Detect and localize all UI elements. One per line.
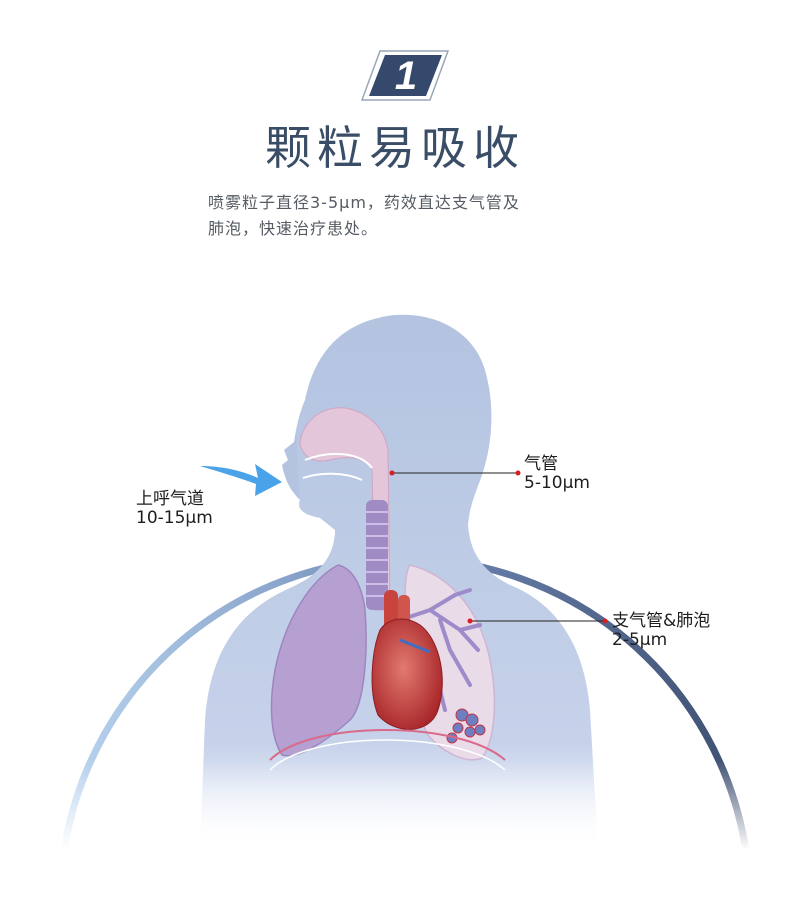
upper-airway-label: 上呼气道 10-15μm (136, 490, 213, 528)
badge-number: 1 (395, 54, 417, 98)
bronchi-alveoli-label: 支气管&肺泡 2-5μm (612, 612, 710, 650)
heart (371, 590, 443, 730)
inhale-arrow (200, 464, 282, 496)
step-number-badge: 1 (360, 50, 450, 101)
bronchi-alveoli-name: 支气管&肺泡 (612, 611, 711, 631)
upper-airway-name: 上呼气道 (136, 489, 204, 509)
upper-airway-size: 10-15μm (136, 508, 213, 528)
page-subtitle: 喷雾粒子直径3-5μm，药效直达支气管及 肺泡，快速治疗患处。 (208, 193, 520, 238)
page-title: 颗粒易吸收 (265, 121, 525, 175)
trachea-label: 气管 5-10μm (524, 455, 590, 493)
trachea-size: 5-10μm (524, 473, 590, 493)
airway-cavity (299, 407, 391, 611)
trachea-name: 气管 (524, 454, 558, 474)
bronchi-alveoli-size: 2-5μm (612, 630, 668, 650)
alveoli (446, 708, 486, 744)
trachea (366, 500, 388, 610)
trachea-marker (389, 470, 395, 476)
respiratory-illustration (0, 314, 790, 850)
bronchi-marker (467, 618, 473, 624)
